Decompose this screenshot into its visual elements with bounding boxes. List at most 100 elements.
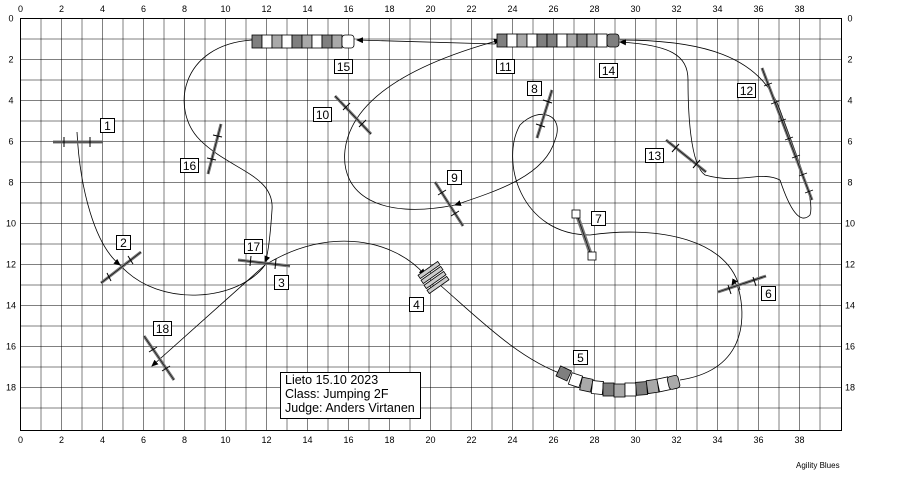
- jump-8: [535, 89, 554, 139]
- tunnel-11-14: [496, 33, 620, 48]
- jump-16: [206, 123, 223, 175]
- x-tick-bottom: 12: [261, 435, 271, 445]
- dog-path-6-7: [589, 231, 741, 291]
- obstacle-number-box: [180, 158, 199, 173]
- obstacle-number-box: [409, 297, 424, 312]
- x-tick-bottom: 30: [630, 435, 640, 445]
- obstacle-number-box: [591, 211, 606, 226]
- obstacle-number-4: 4: [409, 297, 424, 312]
- x-tick-bottom: 8: [182, 435, 187, 445]
- x-tick-top: 12: [261, 4, 271, 14]
- x-tick-bottom: 22: [466, 435, 476, 445]
- x-tick-bottom: 4: [100, 435, 105, 445]
- x-tick-bottom: 26: [548, 435, 558, 445]
- obstacle-number-box: [153, 321, 172, 336]
- dog-path-1-2: [76, 131, 121, 266]
- jump-7: [571, 209, 597, 261]
- x-tick-top: 14: [302, 4, 312, 14]
- obstacle-number-box: [244, 239, 263, 254]
- x-tick-bottom: 38: [794, 435, 804, 445]
- y-tick-left: 2: [8, 55, 13, 65]
- tunnel-15: [251, 34, 355, 49]
- x-tick-top: 38: [794, 4, 804, 14]
- obstacle-number-2: 2: [116, 235, 131, 250]
- obstacle-number-text: 14: [602, 64, 616, 78]
- jump-2: [100, 250, 142, 285]
- obstacle-number-text: 12: [740, 84, 754, 98]
- obstacle-number-8: 8: [527, 81, 542, 96]
- obstacle-number-text: 1: [104, 119, 111, 133]
- obstacle-number-text: 18: [156, 322, 170, 336]
- x-tick-top: 26: [548, 4, 558, 14]
- x-tick-bottom: 28: [589, 435, 599, 445]
- y-tick-right: 16: [845, 342, 855, 352]
- obstacle-number-text: 17: [247, 240, 261, 254]
- y-tick-right: 4: [847, 96, 852, 106]
- jump-13: [665, 138, 707, 174]
- dog-path-5-6: [679, 278, 743, 381]
- obstacle-number-3: 3: [274, 275, 289, 290]
- x-tick-top: 34: [712, 4, 722, 14]
- dog-path-7-8: [454, 114, 591, 236]
- y-tick-left: 6: [8, 137, 13, 147]
- info-box: Lieto 15.10 2023 Class: Jumping 2F Judge…: [280, 372, 421, 419]
- dog-path-2-3: [119, 264, 266, 296]
- x-tick-bottom: 0: [18, 435, 23, 445]
- y-tick-left: 14: [6, 301, 16, 311]
- y-tick-left: 8: [8, 178, 13, 188]
- obstacle-number-16: 16: [180, 158, 199, 173]
- y-tick-right: 0: [847, 14, 852, 24]
- jump-12: [760, 67, 814, 201]
- obstacle-number-box: [496, 59, 515, 74]
- y-tick-left: 10: [6, 219, 16, 229]
- obstacle-number-box: [573, 350, 588, 365]
- obstacle-number-box: [447, 170, 462, 185]
- obstacle-number-text: 10: [316, 108, 330, 122]
- x-tick-bottom: 6: [141, 435, 146, 445]
- obstacle-number-9: 9: [447, 170, 462, 185]
- obstacle-number-text: 11: [499, 60, 512, 74]
- jump-9: [433, 181, 465, 227]
- obstacle-number-box: [527, 81, 542, 96]
- obstacle-number-7: 7: [591, 211, 606, 226]
- x-tick-top: 0: [18, 4, 23, 14]
- x-tick-top: 2: [59, 4, 64, 14]
- dog-path-9-10: [344, 38, 501, 210]
- info-class: Class: Jumping 2F: [285, 387, 389, 401]
- jump-4: [417, 260, 450, 295]
- y-tick-right: 12: [845, 260, 855, 270]
- y-tick-right: 14: [845, 301, 855, 311]
- dog-path-17-18: [151, 264, 266, 367]
- x-tick-top: 4: [100, 4, 105, 14]
- info-judge: Judge: Anders Virtanen: [285, 401, 415, 415]
- obstacle-number-6: 6: [761, 286, 776, 301]
- obstacle-number-10: 10: [313, 107, 332, 122]
- obstacle-number-text: 15: [337, 60, 351, 74]
- x-tick-bottom: 24: [507, 435, 517, 445]
- x-tick-bottom: 18: [384, 435, 394, 445]
- y-tick-right: 2: [847, 55, 852, 65]
- obstacle-number-18: 18: [153, 321, 172, 336]
- x-tick-top: 16: [343, 4, 353, 14]
- x-tick-top: 6: [141, 4, 146, 14]
- dog-path-14-15: [356, 37, 496, 45]
- y-tick-left: 4: [8, 96, 13, 106]
- jump-10: [333, 94, 373, 136]
- y-tick-left: 16: [6, 342, 16, 352]
- y-tick-right: 8: [847, 178, 852, 188]
- obstacle-number-box: [737, 83, 756, 98]
- obstacle-number-text: 9: [451, 171, 458, 185]
- dog-path-3-4: [264, 240, 426, 276]
- y-tick-right: 6: [847, 137, 852, 147]
- x-tick-top: 8: [182, 4, 187, 14]
- jump-3-17: [237, 255, 291, 270]
- obstacle-number-13: 13: [645, 148, 664, 163]
- x-tick-bottom: 34: [712, 435, 722, 445]
- x-tick-bottom: 2: [59, 435, 64, 445]
